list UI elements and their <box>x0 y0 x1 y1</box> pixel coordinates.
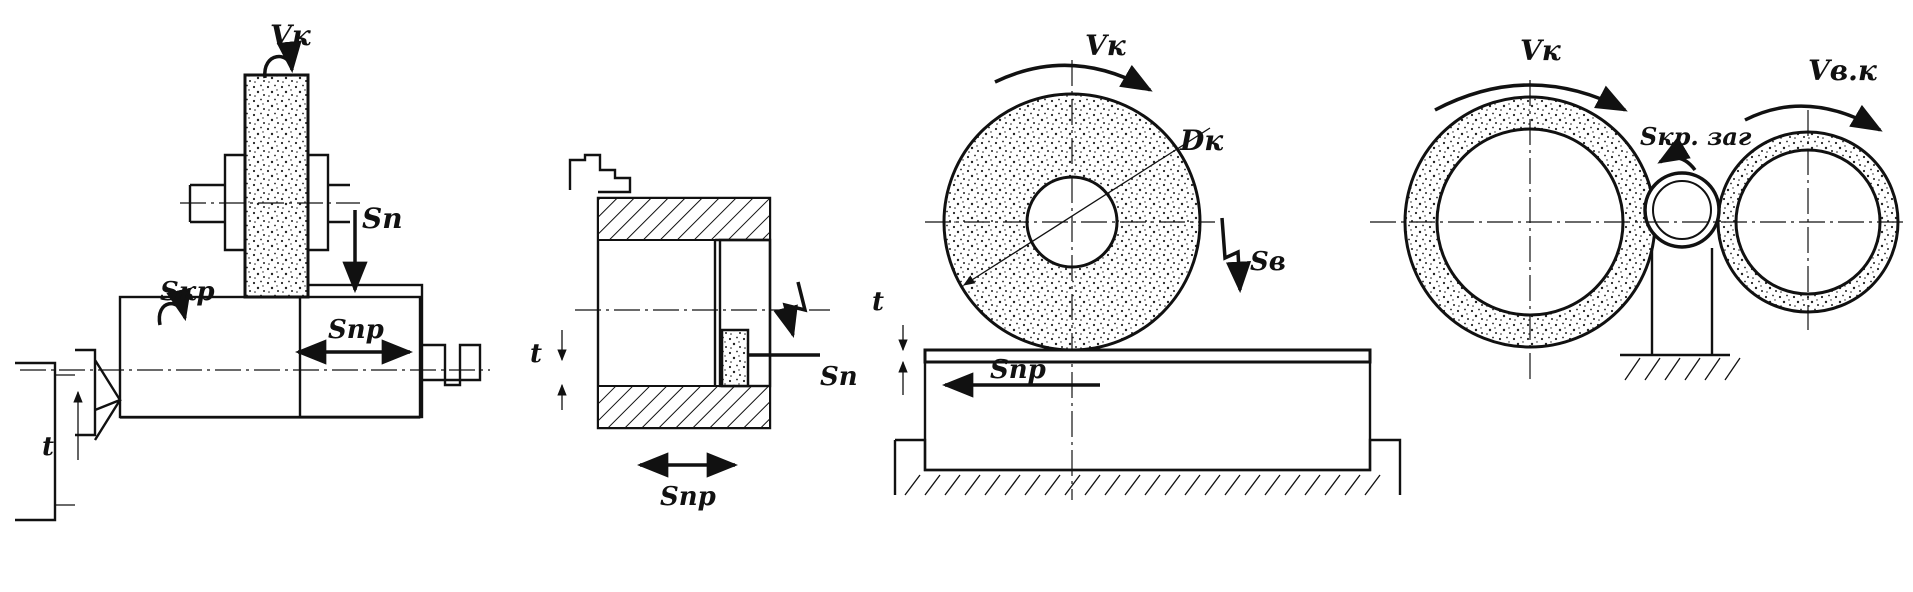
right-center <box>420 343 482 387</box>
left-center <box>75 348 122 441</box>
chuck-jaw <box>568 153 632 194</box>
rest-hatching <box>1624 357 1741 381</box>
wheel-flange <box>223 153 330 252</box>
work-rest <box>1620 248 1730 357</box>
label-vk: Vк <box>1520 34 1562 67</box>
scheme-internal: Sп t Sпр <box>530 153 858 512</box>
label-t: t <box>42 432 54 462</box>
headstock <box>15 361 57 522</box>
label-sp: Sп <box>820 362 858 392</box>
label-skr-zag: Sкр. заг <box>1640 122 1752 151</box>
scheme-external-cylindrical: Vк Sп Sкр Sпр t <box>15 19 490 522</box>
label-t: t <box>872 287 884 317</box>
label-vk: Vк <box>270 19 312 52</box>
label-t: t <box>530 339 542 369</box>
bore-wall-top <box>597 197 771 241</box>
label-spr: Sпр <box>990 355 1046 385</box>
internal-wheel <box>720 328 750 388</box>
bore-wall-bottom <box>597 385 771 429</box>
scheme-surface: Dк Vк Sв Sпр t <box>872 29 1402 500</box>
label-vvk: Vв.к <box>1808 54 1878 87</box>
grinding-wheel <box>243 73 310 299</box>
label-spr: Sпр <box>660 482 716 512</box>
scheme-centerless: Vк Vв.к Sкр. заг <box>1370 34 1905 381</box>
label-vk: Vк <box>1085 29 1127 62</box>
base-hatching <box>904 474 1381 496</box>
label-skr: Sкр <box>160 277 215 307</box>
label-sv: Sв <box>1250 247 1286 277</box>
label-spr: Sпр <box>328 315 384 345</box>
label-dk: Dк <box>1179 124 1224 157</box>
label-sp: Sп <box>362 202 403 235</box>
